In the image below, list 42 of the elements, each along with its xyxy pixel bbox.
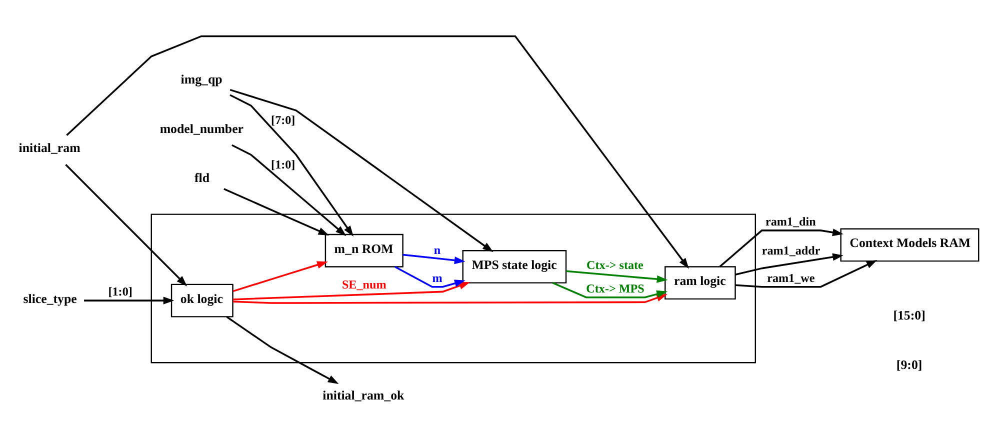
arrow: [66, 35, 689, 269]
node-box: MPS state logic: [462, 250, 567, 284]
arrow: [394, 266, 466, 288]
edge-label: ram1_we: [767, 271, 815, 286]
edge-label: [7:0]: [271, 113, 296, 128]
node-box: Context Models RAM: [840, 228, 980, 262]
arrow: [230, 88, 494, 252]
edge-label: m: [432, 271, 442, 286]
arrow: [735, 253, 844, 276]
edge-label: ram1_din: [765, 214, 816, 229]
arrow: [735, 260, 878, 288]
arrow: [230, 94, 354, 237]
arrow: [402, 254, 466, 264]
edge-label: n: [434, 242, 441, 257]
arrow: [566, 270, 668, 283]
arrow: [719, 228, 844, 268]
node-box: ok logic: [170, 284, 234, 318]
node-box: m_n ROM: [324, 234, 404, 268]
arrow: [224, 188, 330, 236]
arrow: [84, 296, 174, 304]
arrow: [232, 144, 346, 236]
edge-label: ram1_addr: [762, 244, 820, 258]
node-text: initial_ram: [18, 141, 80, 156]
edge-label: SE_num: [342, 277, 386, 292]
label: [15:0]: [893, 308, 926, 323]
arrow: [65, 164, 188, 286]
arrow: [232, 282, 470, 300]
node-box: ram logic: [664, 266, 736, 300]
node-text: initial_ram_ok: [322, 388, 404, 403]
arrow: [552, 282, 668, 298]
edge-label: [1:0]: [271, 157, 296, 172]
edge-label: [1:0]: [108, 284, 132, 299]
arrow: [232, 261, 328, 292]
edge-label: Ctx-> state: [586, 258, 644, 272]
cluster: [150, 214, 756, 364]
arrow: [226, 316, 339, 384]
node-text: fld: [194, 170, 210, 185]
edge-label: Ctx-> MPS: [586, 282, 644, 296]
node-text: img_qp: [180, 72, 222, 87]
node-text: slice_type: [23, 292, 77, 306]
label: [9:0]: [896, 358, 922, 372]
node-text: model_number: [160, 122, 244, 136]
